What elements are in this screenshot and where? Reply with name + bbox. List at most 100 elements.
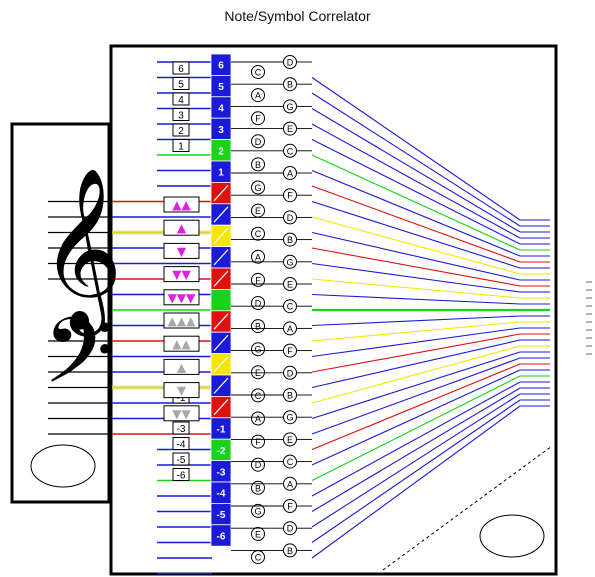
number-box-label: 2 bbox=[178, 126, 184, 137]
left-note-letter: D bbox=[255, 137, 262, 147]
left-note-letter: C bbox=[255, 68, 262, 78]
fan-line bbox=[311, 278, 521, 299]
left-note-letter: F bbox=[255, 437, 261, 447]
right-note-circle bbox=[283, 388, 297, 402]
symbol-box bbox=[163, 335, 200, 352]
fan-line bbox=[311, 363, 521, 451]
right-note-letter: A bbox=[287, 169, 293, 179]
number-box bbox=[172, 468, 190, 481]
left-note-letter: G bbox=[254, 506, 261, 516]
right-note-letter: G bbox=[286, 413, 293, 423]
symbol-box bbox=[163, 266, 200, 283]
right-note-circle bbox=[283, 432, 297, 447]
symbol-box bbox=[163, 382, 200, 399]
edge-ticks bbox=[586, 281, 592, 355]
fan-line bbox=[311, 321, 521, 342]
right-note-circle bbox=[283, 99, 297, 114]
left-note-circle bbox=[251, 88, 265, 103]
right-note-letter: G bbox=[286, 102, 293, 112]
fan-line bbox=[311, 351, 521, 420]
fan-line bbox=[311, 339, 521, 389]
bar-number: 3 bbox=[218, 125, 224, 136]
left-note-letter: A bbox=[255, 414, 261, 424]
left-note-letter: E bbox=[255, 206, 261, 216]
right-note-circle bbox=[283, 454, 297, 469]
symbol-glyph: ▲▲ bbox=[172, 337, 191, 351]
right-note-letter: A bbox=[287, 324, 293, 334]
right-note-letter: D bbox=[287, 213, 294, 223]
left-note-circle bbox=[251, 342, 265, 357]
fan-line bbox=[311, 369, 521, 466]
bar-slash bbox=[213, 227, 229, 245]
right-note-circle bbox=[283, 166, 297, 180]
right-note-circle bbox=[283, 277, 297, 291]
bar-number: 6 bbox=[218, 61, 224, 72]
left-note-letter: D bbox=[255, 299, 262, 309]
symbol-box bbox=[163, 289, 200, 306]
left-note-letter: G bbox=[254, 183, 261, 193]
bar-number: -2 bbox=[217, 446, 226, 457]
right-note-circle bbox=[283, 299, 297, 314]
right-note-circle bbox=[283, 543, 297, 558]
fan-line bbox=[311, 405, 521, 559]
left-note-letter: C bbox=[255, 553, 262, 563]
right-note-letter: B bbox=[287, 391, 293, 401]
right-note-letter: D bbox=[287, 524, 294, 534]
symbol-box bbox=[163, 312, 200, 329]
fan-line bbox=[311, 381, 521, 497]
left-note-circle bbox=[251, 434, 265, 449]
fan-line bbox=[311, 262, 521, 293]
bar-slash bbox=[213, 334, 229, 352]
bar-number: -3 bbox=[217, 467, 226, 478]
left-note-circle bbox=[251, 134, 265, 149]
symbol-box bbox=[163, 358, 200, 375]
number-box bbox=[172, 437, 190, 450]
number-box-label: -1 bbox=[177, 393, 186, 404]
symbol-glyph: ▲▲ bbox=[172, 198, 191, 212]
number-box-label: 1 bbox=[178, 142, 184, 153]
left-note-circle bbox=[251, 480, 265, 495]
right-note-circle bbox=[283, 77, 297, 92]
number-box-label: -5 bbox=[177, 455, 186, 466]
symbol-glyph: ▲ bbox=[177, 360, 187, 374]
fan-line bbox=[311, 185, 521, 263]
bar-slash bbox=[213, 206, 229, 223]
bar-slash bbox=[213, 377, 229, 394]
bar-slash bbox=[213, 270, 229, 287]
right-note-letter: D bbox=[287, 368, 294, 378]
left-note-circle bbox=[251, 65, 265, 79]
left-note-circle bbox=[251, 272, 265, 287]
fan-line bbox=[311, 293, 521, 305]
fan-line bbox=[311, 139, 521, 245]
left-note-circle bbox=[251, 411, 265, 426]
fan-line bbox=[311, 357, 521, 435]
fan-line bbox=[311, 247, 521, 287]
right-note-circle bbox=[283, 476, 297, 491]
symbol-glyph: ▲ bbox=[177, 221, 187, 235]
fan-line bbox=[311, 231, 521, 281]
bar-segment bbox=[210, 288, 232, 312]
highlight-band bbox=[112, 385, 212, 390]
right-note-circle bbox=[283, 321, 297, 336]
treble-clef-icon: 𝄞 bbox=[40, 167, 123, 337]
right-note-letter: C bbox=[287, 146, 294, 156]
fan-line bbox=[311, 399, 521, 543]
right-note-letter: B bbox=[287, 235, 293, 245]
symbol-glyph: ▼▼ bbox=[172, 268, 191, 282]
right-note-circle bbox=[283, 343, 297, 358]
left-note-letter: B bbox=[255, 322, 261, 332]
left-note-circle bbox=[251, 319, 265, 334]
right-note-letter: B bbox=[287, 80, 293, 90]
fan-line bbox=[311, 333, 521, 373]
number-box-label: 6 bbox=[178, 64, 184, 75]
page-title: Note/Symbol Correlator bbox=[224, 8, 371, 24]
bar-number: 5 bbox=[218, 82, 224, 93]
right-note-letter: F bbox=[287, 346, 293, 356]
symbol-glyph: ▼▼ bbox=[172, 407, 191, 421]
bar-number: -4 bbox=[217, 489, 226, 500]
left-note-letter: F bbox=[255, 114, 261, 124]
bar-slash bbox=[213, 249, 229, 266]
number-box-label: -3 bbox=[177, 424, 186, 435]
fan-line bbox=[311, 216, 521, 275]
